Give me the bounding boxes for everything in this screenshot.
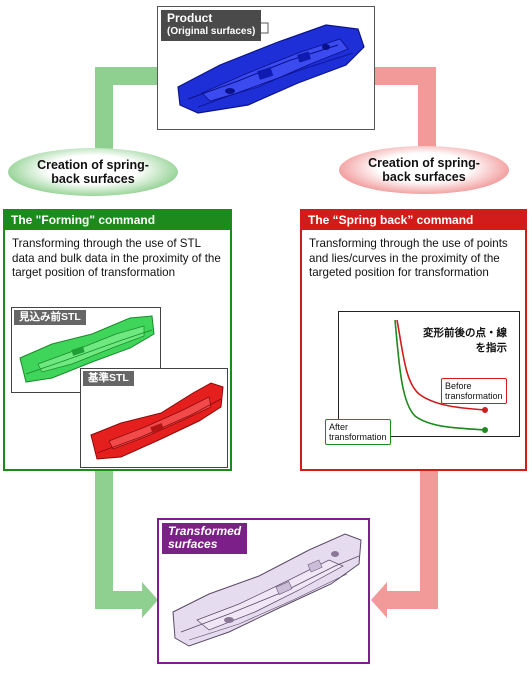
after-end-point xyxy=(482,427,488,433)
before-label-line1: Before xyxy=(445,381,472,391)
springback-command-panel: The “Spring back” command Transforming t… xyxy=(300,209,527,471)
connector-bottom-right xyxy=(420,470,438,609)
transformed-surfaces-box: Transformed surfaces xyxy=(157,518,370,664)
before-end-point xyxy=(482,407,488,413)
before-label-line2: transformation xyxy=(445,391,503,401)
red-part-image xyxy=(90,382,224,460)
stl-reference-thumbnail: 基準STL xyxy=(80,368,228,468)
connector-bottom-right-horizontal xyxy=(386,591,438,609)
springback-curve-graph: 変形前後の点・線 を指示 Before transformation After… xyxy=(325,311,520,445)
before-transformation-label: Before transformation xyxy=(441,378,507,404)
transformed-title-line1: Transformed xyxy=(168,524,242,538)
transformed-title-line2: surfaces xyxy=(168,537,218,551)
connector-bottom-left xyxy=(95,470,113,609)
after-curve xyxy=(394,319,486,431)
stl-before-label: 見込み前STL xyxy=(14,310,86,325)
graph-note-line2: を指示 xyxy=(475,342,508,354)
after-label-line1: After xyxy=(329,422,349,432)
left-ellipse-label: Creation of spring-back surfaces xyxy=(37,158,149,186)
left-step-ellipse: Creation of spring-back surfaces xyxy=(8,148,178,196)
connector-right-down xyxy=(418,67,436,162)
stl-reference-label: 基準STL xyxy=(83,371,134,386)
forming-command-panel: The "Forming" command Transforming throu… xyxy=(3,209,232,471)
transformed-part-image xyxy=(172,533,362,647)
forming-panel-description: Transforming through the use of STL data… xyxy=(12,237,221,279)
connector-bottom-left-horizontal xyxy=(95,591,143,609)
connector-left-down xyxy=(95,67,113,162)
graph-instruction-note: 変形前後の点・線 を指示 xyxy=(397,326,507,356)
transformed-label: Transformed surfaces xyxy=(162,523,248,554)
arrowhead-right xyxy=(371,582,387,618)
product-label: Product (Original surfaces) xyxy=(161,10,262,41)
curve-plot xyxy=(394,319,488,433)
product-box: Product (Original surfaces) xyxy=(157,6,375,130)
green-part-image xyxy=(19,315,155,383)
springback-panel-description: Transforming through the use of points a… xyxy=(309,237,508,279)
springback-panel-title: The “Spring back” command xyxy=(302,211,525,230)
after-label-line2: transformation xyxy=(329,432,387,442)
arrowhead-left xyxy=(142,582,158,618)
product-part-image xyxy=(177,22,365,114)
after-transformation-label: After transformation xyxy=(325,419,391,445)
right-step-ellipse: Creation of spring-back surfaces xyxy=(339,146,509,194)
forming-panel-title: The "Forming" command xyxy=(5,211,230,230)
product-subtitle: (Original surfaces) xyxy=(167,26,256,37)
before-curve xyxy=(396,319,486,411)
right-ellipse-label: Creation of spring-back surfaces xyxy=(368,156,480,184)
graph-note-line1: 変形前後の点・線 xyxy=(423,327,507,339)
product-title: Product xyxy=(167,11,213,25)
